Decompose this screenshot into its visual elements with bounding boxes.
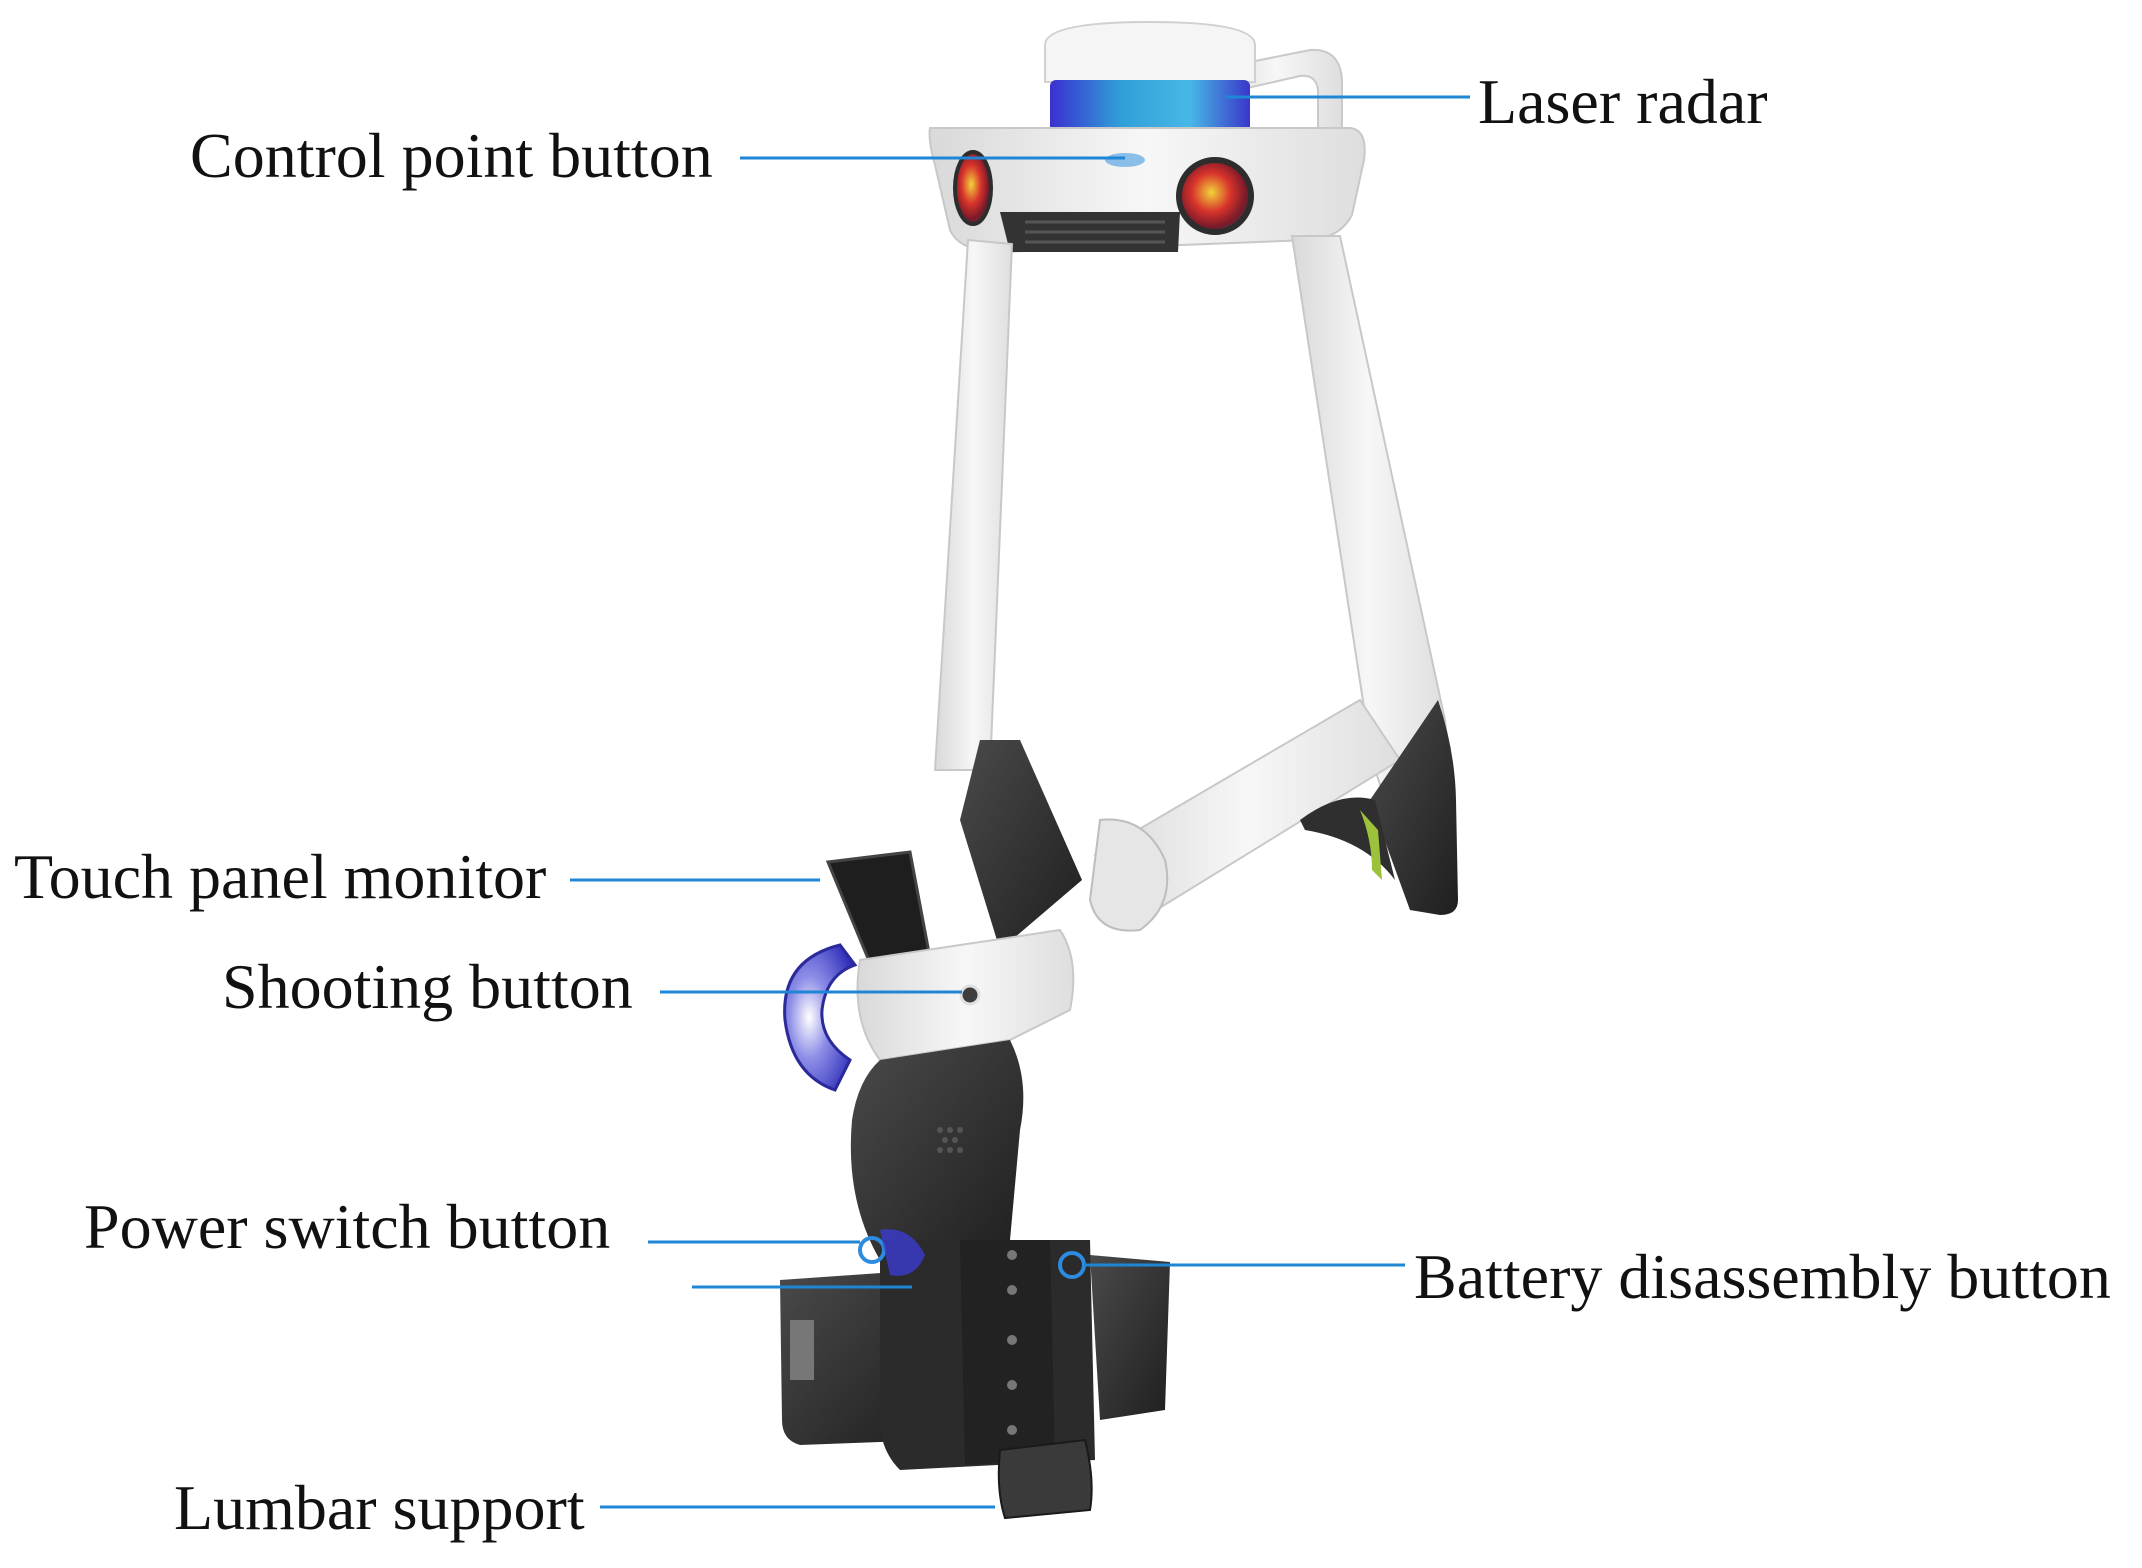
label-power-switch-button: Power switch button: [84, 1191, 611, 1262]
lidar-top-cap: [1044, 20, 1256, 83]
shooting-button-mark: [959, 984, 981, 1006]
head-camera-left: [953, 150, 993, 226]
lumbar-support-shape: [997, 1438, 1093, 1520]
label-control-point-button: Control point button: [190, 120, 713, 191]
right-shoulder-pad: [1370, 700, 1458, 915]
leader-lines: [570, 95, 1470, 1509]
label-lumbar-support: Lumbar support: [174, 1472, 585, 1543]
frame-left-leg: [933, 238, 1014, 771]
power-switch-button-mark: [858, 1236, 886, 1264]
label-shooting-button: Shooting button: [222, 951, 633, 1022]
lidar-band: [1050, 80, 1250, 132]
label-touch-panel-monitor: Touch panel monitor: [14, 841, 547, 912]
control-point-button-mark: [1105, 153, 1145, 167]
head-camera-right: [1176, 157, 1254, 235]
label-battery-disassembly-button: Battery disassembly button: [1414, 1241, 2111, 1312]
battery-right: [1090, 1255, 1170, 1420]
left-shoulder-pad: [960, 740, 1082, 950]
side-lens: [783, 943, 858, 1092]
label-laser-radar: Laser radar: [1478, 66, 1768, 137]
